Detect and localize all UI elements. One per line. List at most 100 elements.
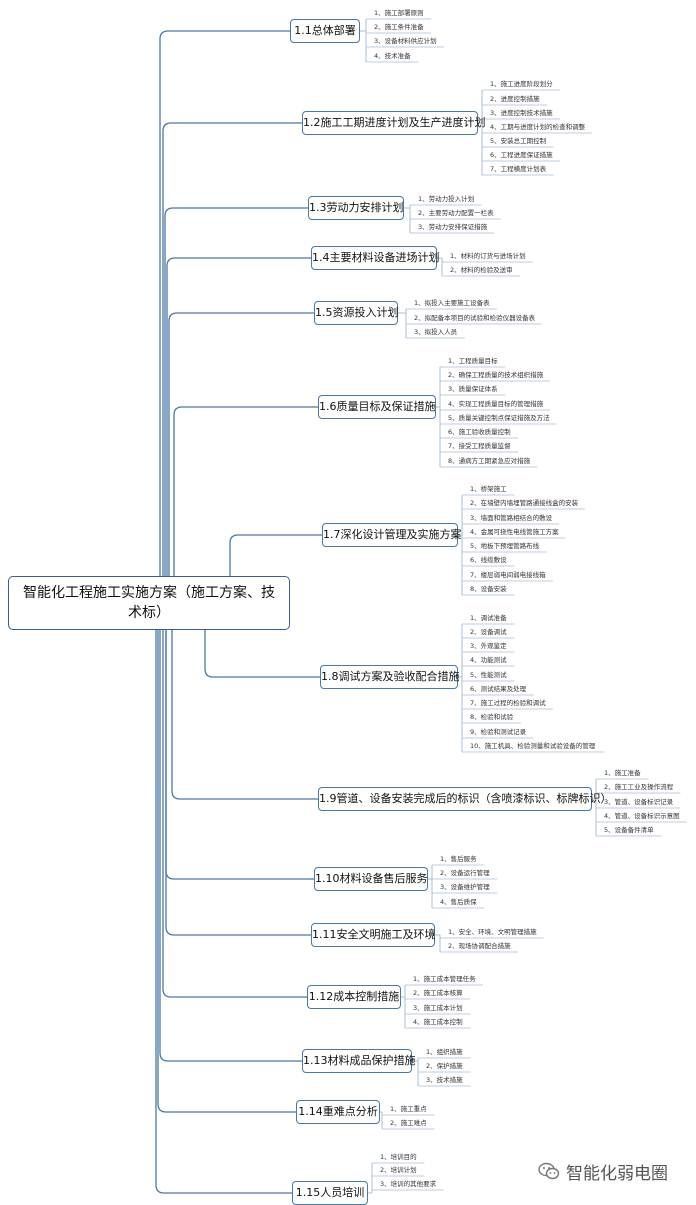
leaf-item[interactable]: 1、培训目的 xyxy=(380,1153,417,1161)
leaf-item[interactable]: 4、管道、设备标识示意图 xyxy=(604,812,680,820)
leaf-item[interactable]: 10、施工机具、检验测量和试验设备的管理 xyxy=(470,742,596,750)
leaf-item[interactable]: 2、进度控制措施 xyxy=(490,95,540,103)
section-node[interactable]: 1.6质量目标及保证措施 xyxy=(318,395,436,419)
section-label: 1.3劳动力安排计划 xyxy=(309,201,404,214)
section-node[interactable]: 1.2施工工期进度计划及生产进度计划 xyxy=(302,111,486,135)
branch-line xyxy=(171,630,318,800)
leaf-item[interactable]: 1、施工重点 xyxy=(390,1105,427,1113)
section-node[interactable]: 1.15人员培训 xyxy=(292,1181,368,1205)
leaf-item[interactable]: 3、劳动力安排保证措施 xyxy=(418,223,488,231)
leaf-item[interactable]: 4、工期与进度计划的检查和调整 xyxy=(490,123,586,131)
leaf-item[interactable]: 2、培训计划 xyxy=(380,1166,417,1174)
leaf-item[interactable]: 1、组织措施 xyxy=(426,1048,463,1056)
leaf-item[interactable]: 7、工程横度计划表 xyxy=(490,165,547,173)
leaf-item[interactable]: 6、施工验收质量控制 xyxy=(448,428,511,436)
leaf-item[interactable]: 1、安全、环境、文明管理措施 xyxy=(448,928,537,936)
leaf-item[interactable]: 2、施工难点 xyxy=(390,1119,427,1127)
leaf-item[interactable]: 3、设备材料供应计划 xyxy=(374,37,437,45)
leaf-item[interactable]: 1、桥架施工 xyxy=(470,485,507,493)
leaf-item[interactable]: 5、性能测试 xyxy=(470,671,507,679)
leaf-item[interactable]: 2、保护措施 xyxy=(426,1062,463,1070)
leaf-item[interactable]: 8、设备安装 xyxy=(470,585,507,593)
leaf-item[interactable]: 3、墙面和管路相结合的敷设 xyxy=(470,514,553,522)
leaf-item[interactable]: 3、质量保证体系 xyxy=(448,385,498,393)
leaf-item[interactable]: 2、设备调试 xyxy=(470,628,507,636)
leaf-item[interactable]: 2、拟配备本项目的试验和检验仪器设备表 xyxy=(414,314,536,322)
leaf-item[interactable]: 2、施工条件准备 xyxy=(374,23,424,31)
section-label: 1.15人员培训 xyxy=(295,1186,365,1199)
leaf-item[interactable]: 8、检验和试验 xyxy=(470,713,514,721)
leaf-item[interactable]: 4、金属可挠性电线管施工方案 xyxy=(470,528,559,536)
leaf-item[interactable]: 2、材料的检验及送审 xyxy=(450,266,513,274)
leaf-item[interactable]: 4、技术准备 xyxy=(374,52,411,60)
leaf-item[interactable]: 3、拟投入人员 xyxy=(414,328,458,336)
branch-line xyxy=(157,630,296,1113)
section-node[interactable]: 1.14重难点分析 xyxy=(296,1100,380,1124)
leaf-item[interactable]: 7、施工过程的检验和调试 xyxy=(470,699,546,707)
section-node[interactable]: 1.4主要材料设备进场计划 xyxy=(311,246,440,270)
leaf-item[interactable]: 4、施工成本控制 xyxy=(413,1018,463,1026)
leaf-item[interactable]: 2、主要劳动力配置一栏表 xyxy=(418,209,494,217)
section-node[interactable]: 1.3劳动力安排计划 xyxy=(308,196,404,220)
leaf-item[interactable]: 4、实现工程质量目标的管理措施 xyxy=(448,400,544,408)
leaf-item[interactable]: 6、测试结果及处理 xyxy=(470,685,527,693)
branch-line xyxy=(166,257,311,576)
leaf-item[interactable]: 3、技术措施 xyxy=(426,1076,463,1084)
leaf-item[interactable]: 1、施工部署原则 xyxy=(374,9,424,17)
leaf-item[interactable]: 1、工程质量目标 xyxy=(448,357,498,365)
section-label: 1.14重难点分析 xyxy=(298,1105,378,1118)
section-label: 1.4主要材料设备进场计划 xyxy=(312,251,440,264)
leaf-item[interactable]: 3、外观鉴定 xyxy=(470,642,507,650)
leaf-item[interactable]: 1、材料的订货与进场计划 xyxy=(450,252,526,260)
section-node[interactable]: 1.1总体部署 xyxy=(290,19,360,43)
leaf-item[interactable]: 7、接受工程质量监督 xyxy=(448,442,511,450)
section-label: 1.12成本控制措施 xyxy=(308,990,400,1003)
leaf-item[interactable]: 5、质量关键控制点保证措施及方法 xyxy=(448,414,550,422)
section-node[interactable]: 1.10材料设备售后服务 xyxy=(314,867,428,891)
leaf-item[interactable]: 2、施工成本核算 xyxy=(413,989,463,997)
leaf-item[interactable]: 1、施工准备 xyxy=(604,769,641,777)
leaf-item[interactable]: 4、功能测试 xyxy=(470,656,507,664)
leaf-item[interactable]: 1、施工进度阶段划分 xyxy=(490,80,553,88)
leaf-item[interactable]: 3、施工成本计划 xyxy=(413,1004,463,1012)
leaf-item[interactable]: 2、在墙壁内墙埋管路通接线盒的安装 xyxy=(470,499,579,507)
section-label: 1.6质量目标及保证措施 xyxy=(319,400,436,413)
leaf-item[interactable]: 2、现场协调配合措施 xyxy=(448,942,511,950)
leaf-item[interactable]: 3、管道、设备标识记录 xyxy=(604,798,674,806)
leaf-item[interactable]: 6、工程进度保证措施 xyxy=(490,151,553,159)
branch-line xyxy=(229,534,322,576)
leaf-item[interactable]: 5、设备备件清单 xyxy=(604,826,654,834)
section-node[interactable]: 1.11安全文明施工及环境 xyxy=(311,923,436,947)
section-node[interactable]: 1.5资源投入计划 xyxy=(314,301,399,325)
section-node[interactable]: 1.7深化设计管理及实施方案 xyxy=(322,523,462,547)
leaf-item[interactable]: 3、培训的其他要求 xyxy=(380,1180,437,1188)
branch-line xyxy=(155,630,292,1194)
section-node[interactable]: 1.13材料成品保护措施 xyxy=(302,1049,416,1073)
leaf-item[interactable]: 8、通病方工期紧急应对措施 xyxy=(448,457,531,465)
root-topic[interactable]: 智能化工程施工实施方案（施工方案、技术标） xyxy=(8,576,290,630)
leaf-item[interactable]: 6、线缆敷设 xyxy=(470,556,507,564)
leaf-item[interactable]: 3、设备维护管理 xyxy=(440,883,490,891)
leaf-item[interactable]: 1、施工成本管理任务 xyxy=(413,975,476,983)
section-label: 1.11安全文明施工及环境 xyxy=(312,928,436,941)
leaf-item[interactable]: 5、地板下预埋管路布线 xyxy=(470,542,540,550)
leaf-item[interactable]: 2、确保工程质量的技术组织措施 xyxy=(448,371,544,379)
leaf-item[interactable]: 5、安装总工期控制 xyxy=(490,137,547,145)
branch-line xyxy=(165,630,311,936)
leaf-item[interactable]: 9、检验和测试记录 xyxy=(470,728,527,736)
branch-line xyxy=(162,630,307,998)
leaf-item[interactable]: 4、售后质保 xyxy=(440,898,477,906)
section-node[interactable]: 1.8调试方案及验收配合措施 xyxy=(320,665,460,689)
leaf-item[interactable]: 3、进度控制技术措施 xyxy=(490,109,553,117)
leaf-item[interactable]: 2、设备运行管理 xyxy=(440,869,490,877)
leaf-item[interactable]: 1、拟投入主要施工设备表 xyxy=(414,299,490,307)
leaf-item[interactable]: 1、调试准备 xyxy=(470,614,507,622)
leaf-item[interactable]: 1、劳动力投入计划 xyxy=(418,195,475,203)
leaf-item[interactable]: 1、售后服务 xyxy=(440,855,477,863)
branch-line xyxy=(204,630,320,678)
leaf-item[interactable]: 7、楼层弱电间弱电接线箱 xyxy=(470,571,546,579)
leaf-item[interactable]: 2、施工工业及操作流程 xyxy=(604,783,674,791)
section-node[interactable]: 1.12成本控制措施 xyxy=(307,985,401,1009)
section-node[interactable]: 1.9管道、设备安装完成后的标识（含喷漆标识、标牌标识） xyxy=(318,787,612,811)
